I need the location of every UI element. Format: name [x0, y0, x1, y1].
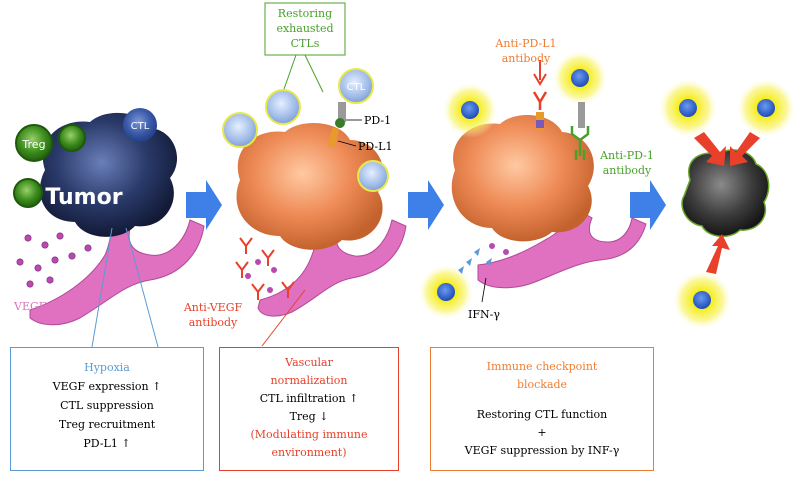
restoring-callout: [264, 2, 346, 56]
activated-ctl-nucleus: [679, 99, 697, 117]
box-line: Treg recruitment: [58, 418, 156, 431]
anti-vegf-antibodies: [235, 237, 295, 300]
ctl-label: CTL: [347, 82, 366, 93]
box-title: blockade: [516, 378, 568, 391]
panel-tumor-killing-illustration: [658, 78, 796, 330]
immune-checkpoint-box: Immune checkpoint blockade Restoring CTL…: [430, 347, 654, 471]
anti-pd1-antibody-label: Anti-PD-1 antibody: [600, 149, 654, 177]
anti-pd1-antibody: [570, 126, 590, 160]
tumor-orange: [451, 114, 594, 242]
vegf-molecules: [489, 243, 509, 255]
box-line: +: [537, 426, 547, 439]
box-line: PD-L1 ↑: [83, 437, 131, 450]
activated-ctl-nucleus: [757, 99, 775, 117]
treg-cell: [58, 124, 86, 152]
pdl1-pointer: [337, 140, 357, 147]
ifn-gamma-molecules: [458, 248, 492, 274]
box-title: Vascular: [285, 356, 333, 369]
box-title: Immune checkpoint: [486, 360, 598, 373]
vegf-molecules: [245, 259, 277, 293]
box-line: Restoring CTL function: [476, 408, 608, 421]
anti-vegf-antibody-label: Anti-VEGF antibody: [183, 301, 243, 329]
tumor-label: Tumor: [45, 185, 122, 210]
vascular-normalization-box: Vascular normalization CTL infiltration …: [219, 347, 399, 471]
connector-line: [125, 227, 159, 348]
ifn-label: IFN-γ: [468, 308, 500, 321]
anti-pdl1-arrowhead: [533, 73, 547, 86]
blood-vessel: [257, 219, 407, 317]
attack-arrows: [694, 132, 760, 274]
box-line: VEGF suppression by INF-γ: [464, 444, 620, 457]
pdl1-binding: [536, 120, 544, 128]
panel-checkpoint-blockade-illustration: IFN-γ: [418, 50, 647, 321]
tumor-dying: [681, 149, 770, 238]
treg-label: Treg: [21, 138, 45, 151]
ctl-cell: [123, 108, 157, 142]
vegf-label: VEGF: [13, 300, 47, 313]
activated-ctl-nucleus: [461, 101, 479, 119]
box-line: CTL infiltration ↑: [259, 392, 359, 405]
anti-pdl1-antibody-label: Anti-PD-L1 antibody: [495, 37, 557, 65]
connector-line: [261, 289, 306, 347]
panel-hypoxia-illustration: Tumor Treg CTL VEGF: [13, 108, 205, 348]
ifn-pointer: [481, 277, 487, 303]
box-title: normalization: [270, 374, 348, 387]
ctl-cell: [222, 112, 258, 148]
blood-vessel: [477, 209, 647, 289]
callout-pointer: [282, 54, 297, 93]
ctl-cell: [338, 68, 374, 104]
ctl-label: CTL: [131, 121, 150, 132]
tumor-orange: [236, 122, 384, 250]
pd1-label: PD-1: [364, 114, 391, 127]
box-line: VEGF expression ↑: [52, 380, 162, 393]
restoring-ctls-label: Restoring exhausted CTLs: [276, 7, 334, 50]
box-line: CTL suppression: [60, 399, 154, 412]
arrow-right: [630, 180, 666, 230]
treg-cell: [13, 178, 43, 208]
vegf-molecules: [16, 232, 92, 288]
arrow-right: [186, 180, 222, 230]
ctl-cell: [265, 89, 301, 125]
ctl-cell: [357, 160, 389, 192]
treg-cell: [15, 124, 53, 162]
activated-ctl-nucleus: [693, 291, 711, 309]
pd1-receptor: [338, 102, 346, 122]
arrow-right: [408, 180, 444, 230]
anti-pdl1-antibody: [532, 91, 548, 110]
callout-pointer: [304, 54, 324, 93]
pd1-receptor-head: [335, 118, 345, 128]
hypoxia-box: Hypoxia VEGF expression ↑ CTL suppressio…: [10, 347, 204, 471]
box-line: environment): [271, 446, 347, 459]
connector-line: [91, 227, 113, 348]
box-line: Treg ↓: [289, 410, 329, 423]
box-line: (Modulating immune: [250, 428, 368, 441]
pdl1-ligand: [327, 127, 340, 147]
box-title: Hypoxia: [84, 361, 130, 374]
panel-vascular-normalization-illustration: CTL PD-1 PD-L1 Anti-VEGF antibody: [222, 2, 407, 347]
pdl1-label: PD-L1: [358, 140, 392, 153]
blood-vessel: [29, 214, 205, 326]
pd1-receptor: [578, 102, 585, 128]
activated-ctl-nucleus: [571, 69, 589, 87]
activated-ctl-nucleus: [437, 283, 455, 301]
